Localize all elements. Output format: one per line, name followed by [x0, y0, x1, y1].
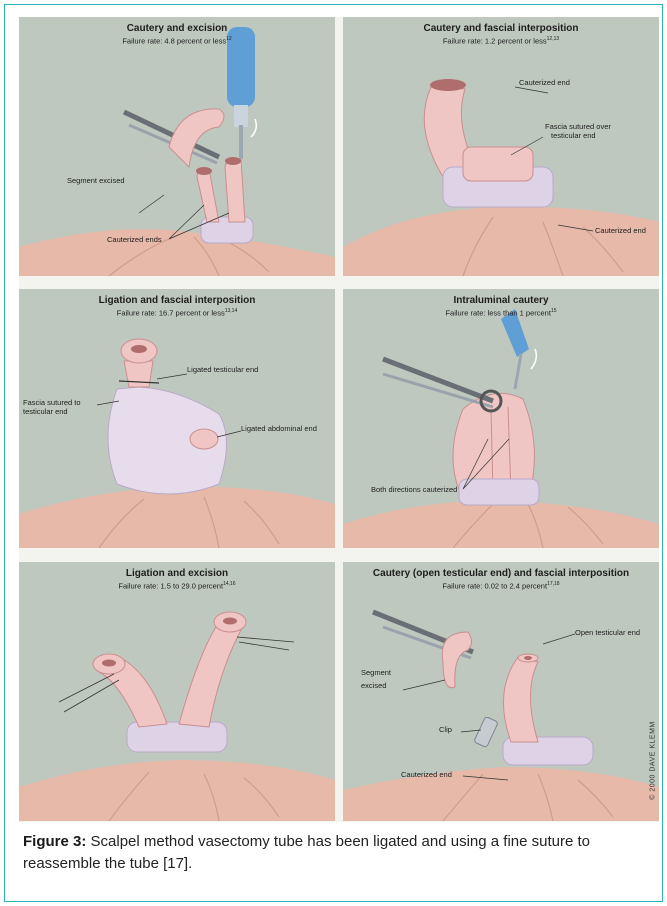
label-segment-excised: Segment excised — [67, 177, 125, 186]
caption-label: Figure 3: — [23, 833, 86, 850]
label-ligated-abdominal-end: Ligated abdominal end — [241, 425, 317, 434]
label-cauterized-ends: Cauterized ends — [107, 236, 162, 245]
panel-title: Cautery and fascial interposition — [343, 23, 659, 34]
label-ligated-testicular-end: Ligated testicular end — [187, 366, 258, 375]
label-both-directions-cauterized: Both directions cauterized — [371, 486, 457, 495]
failure-rate: Failure rate: less than 1 percent15 — [343, 308, 659, 318]
panel-ligation-excision: Ligation and excision Failure rate: 1.5 … — [19, 562, 335, 821]
panel-title: Ligation and fascial interposition — [19, 295, 335, 306]
panel-title: Ligation and excision — [19, 568, 335, 579]
caption-text: Scalpel method vasectomy tube has been l… — [23, 833, 590, 872]
cautery-excision-illustration — [19, 17, 335, 276]
cautery-open-end-illustration — [343, 562, 659, 821]
cautery-fascial-illustration — [343, 17, 659, 276]
label-testicular-end: testicular end — [23, 408, 68, 417]
panel-title: Cautery (open testicular end) and fascia… — [343, 568, 659, 579]
label-excised: excised — [361, 682, 386, 691]
label-cauterized-end: Cauterized end — [519, 79, 570, 88]
label-cauterized-end: Cauterized end — [401, 771, 452, 780]
panel-cautery-open-testicular-end: Cautery (open testicular end) and fascia… — [343, 562, 659, 821]
label-clip: Clip — [439, 726, 452, 735]
article-frame: Cautery and excision Failure rate: 4.8 p… — [4, 4, 663, 902]
failure-rate: Failure rate: 0.02 to 2.4 percent17,18 — [343, 581, 659, 591]
failure-rate: Failure rate: 16.7 percent or less13,14 — [19, 308, 335, 318]
panel-cautery-fascial-interposition: Cautery and fascial interposition Failur… — [343, 17, 659, 276]
failure-rate: Failure rate: 1.2 percent or less12,13 — [343, 36, 659, 46]
vasectomy-figure: Cautery and excision Failure rate: 4.8 p… — [19, 17, 659, 822]
panel-title: Intraluminal cautery — [343, 295, 659, 306]
label-cauterized-end-2: Cauterized end — [595, 227, 646, 236]
panel-ligation-fascial-interposition: Ligation and fascial interposition Failu… — [19, 289, 335, 548]
figure-caption: Figure 3: Scalpel method vasectomy tube … — [23, 831, 653, 875]
panel-cautery-excision: Cautery and excision Failure rate: 4.8 p… — [19, 17, 335, 276]
label-testicular-end: testicular end — [551, 132, 596, 141]
panel-intraluminal-cautery: Intraluminal cautery Failure rate: less … — [343, 289, 659, 548]
ligation-fascial-illustration — [19, 289, 335, 548]
intraluminal-cautery-illustration — [343, 289, 659, 548]
label-open-testicular-end: Open testicular end — [575, 629, 640, 638]
failure-rate: Failure rate: 4.8 percent or less12 — [19, 36, 335, 46]
ligation-excision-illustration — [19, 562, 335, 821]
illustrator-credit: © 2000 DAVE KLEMM — [647, 705, 657, 817]
failure-rate: Failure rate: 1.5 to 29.0 percent14,16 — [19, 581, 335, 591]
label-segment: Segment — [361, 669, 391, 678]
panel-title: Cautery and excision — [19, 23, 335, 34]
